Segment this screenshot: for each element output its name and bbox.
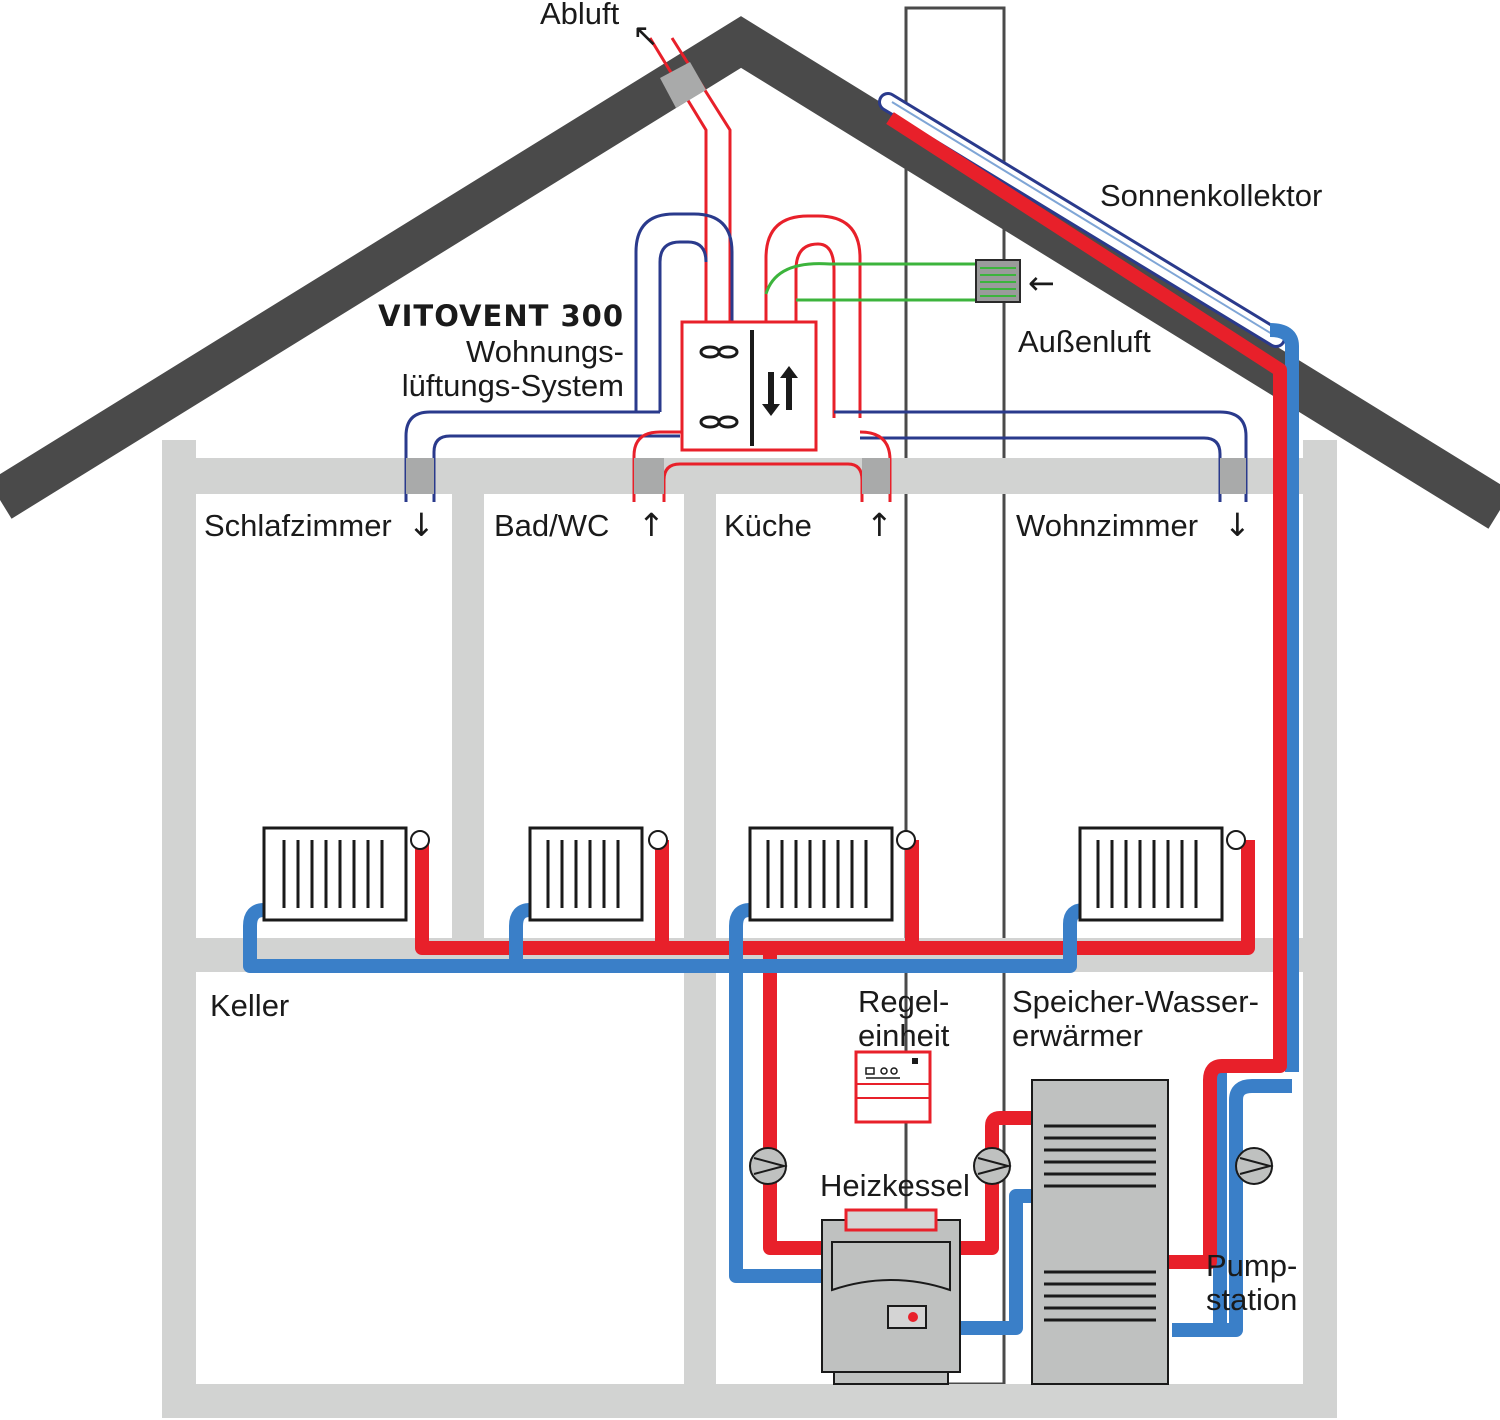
- radiator: [1078, 826, 1246, 922]
- heating-pipes: [243, 840, 1255, 1335]
- arrow-up-icon: ↑: [638, 506, 665, 544]
- arrow-down-icon: ↓: [408, 506, 435, 544]
- label-speicher: Speicher-Wasser-: [1012, 984, 1259, 1019]
- pump-icon: [749, 1147, 788, 1185]
- storage-water-heater: [1031, 1079, 1169, 1385]
- radiator: [748, 826, 916, 922]
- label-einheit: einheit: [858, 1018, 950, 1053]
- label-wohnungs: Wohnungs-: [466, 334, 624, 369]
- outside-air-grille: [975, 259, 1021, 303]
- label-schlafzimmer: Schlafzimmer: [204, 508, 392, 543]
- ventilation-unit: [680, 320, 818, 452]
- arrow-down-icon: ↓: [1224, 506, 1251, 544]
- label-vitovent: VITOVENT 300: [378, 299, 624, 333]
- arrow-upleft-icon: ↖: [632, 16, 659, 54]
- radiator: [262, 826, 430, 922]
- arrow-up-icon: ↑: [866, 506, 893, 544]
- label-heizkessel: Heizkessel: [820, 1168, 970, 1203]
- label-wohnzimmer: Wohnzimmer: [1016, 508, 1198, 543]
- label-badwc: Bad/WC: [494, 508, 609, 543]
- label-sonnenkollektor: Sonnenkollektor: [1100, 178, 1322, 213]
- label-kueche: Küche: [724, 508, 812, 543]
- radiator: [528, 826, 668, 922]
- boiler: [821, 1208, 961, 1385]
- label-erwaermer: erwärmer: [1012, 1018, 1143, 1053]
- labels: Abluft ↖ Sonnenkollektor VITOVENT 300 Wo…: [204, 0, 1322, 1317]
- ventilation-ducts: [404, 37, 1248, 502]
- arrow-left-icon: ←: [1028, 264, 1055, 302]
- label-aussenluft: Außenluft: [1018, 324, 1151, 359]
- pump-icon: [973, 1147, 1012, 1185]
- control-unit: [854, 1050, 932, 1124]
- label-keller: Keller: [210, 988, 289, 1023]
- solar-circuit-pipes: [886, 112, 1299, 1337]
- label-pump: Pump-: [1206, 1248, 1297, 1283]
- label-regel: Regel-: [858, 984, 949, 1019]
- label-lueftungs: lüftungs-System: [402, 368, 624, 403]
- fan-icon: [699, 345, 739, 359]
- fan-icon: [699, 415, 739, 429]
- label-abluft: Abluft: [540, 0, 620, 31]
- pump-icon: [1235, 1147, 1274, 1185]
- solar-collector: [878, 92, 1286, 348]
- heat-exchanger-icon: [762, 366, 798, 416]
- label-station: station: [1206, 1282, 1297, 1317]
